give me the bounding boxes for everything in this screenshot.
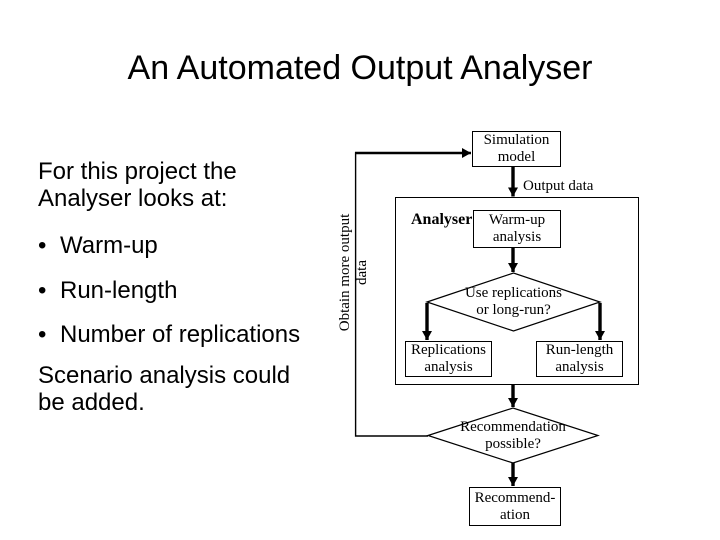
decision1-label: Use replications or long-run? bbox=[464, 285, 563, 318]
recommendation-box: Recommend- ation bbox=[469, 487, 561, 526]
output-data-label: Output data bbox=[523, 178, 594, 194]
bullet-icon: • bbox=[38, 321, 47, 348]
analyser-container-box bbox=[395, 197, 639, 385]
simulation-model-box: Simulation model bbox=[472, 131, 561, 167]
bullet-icon: • bbox=[38, 277, 47, 304]
decision2-label: Recommendation possible? bbox=[460, 419, 566, 452]
feedback-loop-label: Obtain more output data bbox=[337, 213, 370, 332]
bullet-icon: • bbox=[38, 232, 47, 259]
analyser-label: Analyser bbox=[411, 211, 473, 228]
feedback-loop-line bbox=[354, 152, 428, 437]
intro-text: For this project the Analyser looks at: bbox=[38, 158, 237, 212]
bullet-label: Warm-up bbox=[60, 232, 158, 259]
runlength-analysis-box: Run-length analysis bbox=[536, 341, 623, 377]
warmup-analysis-box: Warm-up analysis bbox=[473, 210, 561, 248]
bullet-item-runlength: • Run-length bbox=[38, 277, 177, 304]
bullet-item-warmup: • Warm-up bbox=[38, 232, 158, 259]
note-text: Scenario analysis could be added. bbox=[38, 362, 291, 416]
decision-diamond-recommendation-possible bbox=[426, 407, 600, 464]
bullet-label: Run-length bbox=[60, 277, 178, 304]
bullet-item-replications: • Number of replications bbox=[38, 321, 300, 348]
bullet-label: Number of replications bbox=[60, 321, 301, 348]
replications-analysis-box: Replications analysis bbox=[405, 341, 492, 377]
slide-title: An Automated Output Analyser bbox=[127, 49, 593, 87]
decision-diamond-replications-or-longrun bbox=[425, 272, 602, 332]
